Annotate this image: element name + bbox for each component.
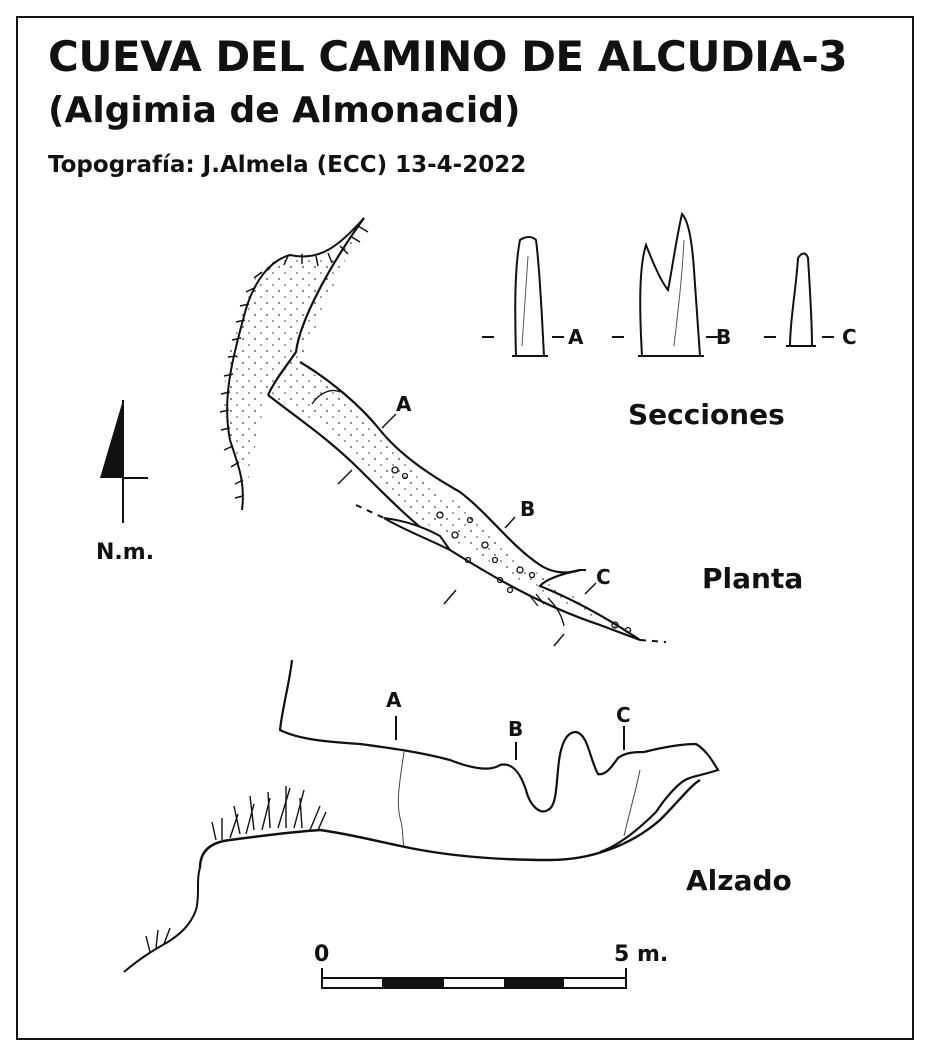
survey-credit: Topografía: J.Almela (ECC) 13-4-2022	[48, 152, 527, 178]
plan-marker-c: C	[596, 565, 611, 589]
north-arrow-label: N.m.	[96, 540, 155, 565]
plan-marker-b: B	[520, 497, 536, 521]
section-b-profile	[612, 212, 718, 357]
elevation-marker-a: A	[386, 688, 402, 712]
section-c-profile	[764, 252, 834, 347]
section-a-profile	[482, 236, 564, 357]
scale-end-label: 5 m.	[614, 942, 669, 967]
sections-view-label: Secciones	[628, 398, 785, 431]
elevation-view	[123, 659, 720, 973]
section-a-label: A	[568, 325, 584, 349]
scale-bar	[321, 968, 627, 989]
section-c-label: C	[842, 325, 857, 349]
drawing-frame	[16, 16, 914, 1040]
section-b-label: B	[716, 325, 732, 349]
plan-view	[219, 217, 667, 647]
plan-marker-a: A	[396, 392, 412, 416]
plan-view-label: Planta	[702, 562, 804, 595]
elevation-marker-c: C	[616, 703, 631, 727]
north-arrow-icon	[100, 400, 148, 523]
scale-start-label: 0	[314, 942, 330, 967]
elevation-marker-b: B	[508, 717, 524, 741]
page-title: CUEVA DEL CAMINO DE ALCUDIA-3	[48, 32, 848, 81]
elevation-view-label: Alzado	[686, 864, 792, 897]
page-subtitle: (Algimia de Almonacid)	[48, 90, 521, 131]
